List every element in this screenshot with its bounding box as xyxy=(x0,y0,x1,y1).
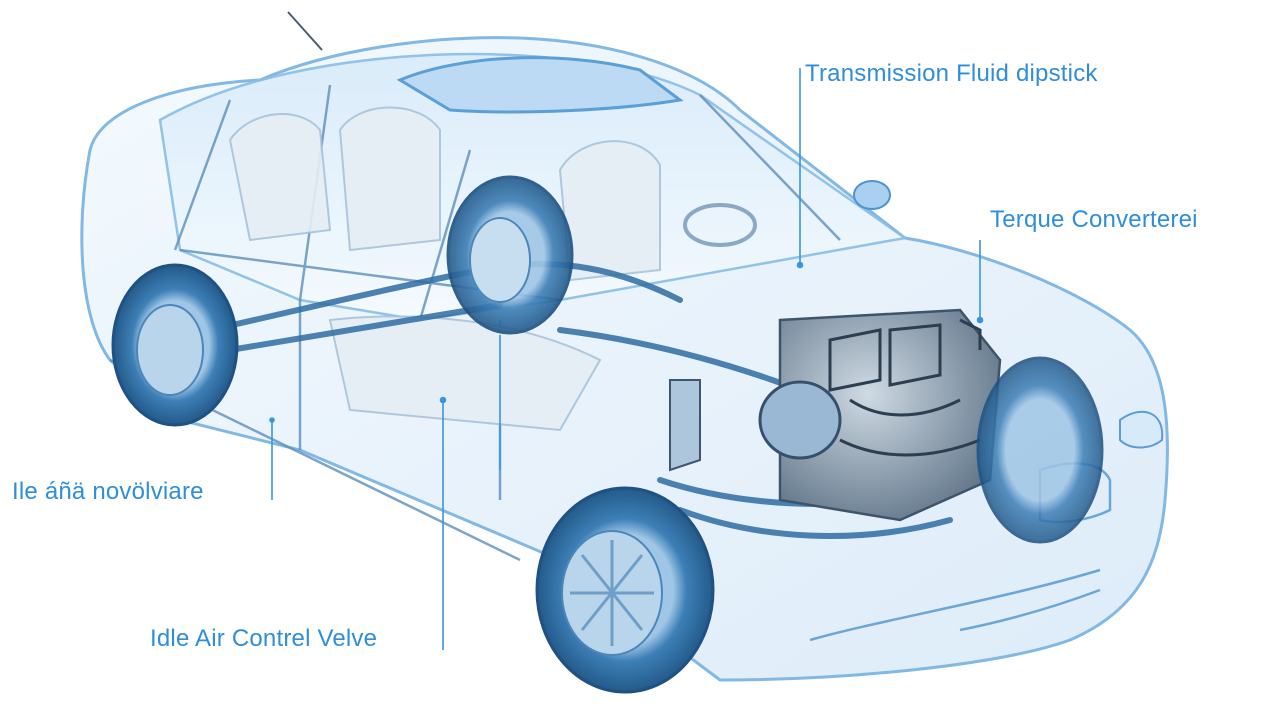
label-ile: Ile áñä novölviare xyxy=(12,478,204,505)
label-idle-air-control-valve: Idle Air Contrel Velve xyxy=(150,625,378,652)
side-mirror xyxy=(853,180,891,210)
leader-lines xyxy=(269,68,984,650)
front-right-wheel xyxy=(976,356,1104,544)
engine-assembly xyxy=(669,308,1002,522)
label-transmission-fluid-dipstick: Transmission Fluid dipstick xyxy=(805,60,1098,87)
front-left-wheel xyxy=(535,486,715,694)
antenna xyxy=(287,11,323,51)
steering-wheel xyxy=(683,203,757,247)
headlight xyxy=(1119,410,1164,449)
seat xyxy=(228,106,661,432)
rear-left-wheel xyxy=(111,263,239,427)
label-torque-converter: Terque Converterei xyxy=(990,206,1198,233)
exhaust-pipe xyxy=(207,261,953,539)
rear-right-wheel xyxy=(446,175,574,335)
sunroof xyxy=(396,56,684,114)
